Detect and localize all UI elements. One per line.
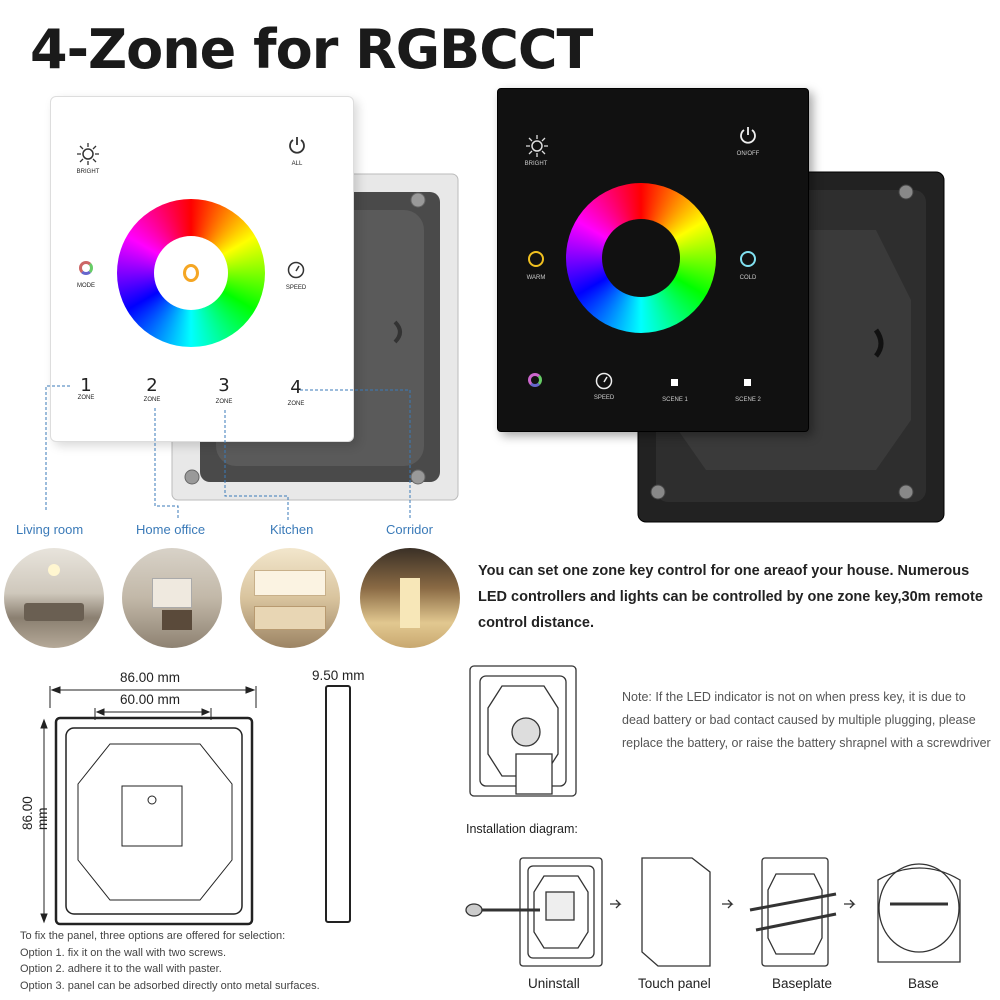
scene-1-key[interactable] xyxy=(671,379,678,386)
kitchen-photo xyxy=(240,548,340,648)
options-intro: To fix the panel, three options are offe… xyxy=(20,930,286,942)
cold-icon[interactable] xyxy=(740,251,756,267)
step-label-touch-panel: Touch panel xyxy=(638,976,711,991)
room-label-kitchen: Kitchen xyxy=(270,522,314,537)
mode-label: MODE xyxy=(77,283,95,289)
black-touch-panel: BRIGHT ON/OFF WARM COLD SPEED SCENE 1 SC… xyxy=(497,88,809,432)
scene-1-label: SCENE 1 xyxy=(662,397,688,403)
power-icon[interactable] xyxy=(738,125,758,145)
mode-icon[interactable] xyxy=(79,261,93,275)
zone-4-number[interactable]: 4 xyxy=(290,377,302,398)
living-room-photo xyxy=(4,548,104,648)
installation-diagram xyxy=(465,857,961,967)
room-label-corridor: Corridor xyxy=(386,522,433,537)
dim-width-inner: 60.00 mm xyxy=(120,692,181,707)
battery-diagram xyxy=(469,665,577,797)
speed-label: SPEED xyxy=(593,395,615,401)
white-touch-panel: BRIGHT ALL MODE SPEED 1 ZONE 2 ZONE 3 ZO… xyxy=(50,96,354,442)
page-title: 4-Zone for RGBCCT xyxy=(30,18,593,81)
dim-height: 86.00 mm xyxy=(20,796,50,830)
step-label-uninstall: Uninstall xyxy=(528,976,580,991)
zone-3-label: ZONE xyxy=(215,399,233,405)
zone-1-label: ZONE xyxy=(77,395,95,401)
onoff-label: ON/OFF xyxy=(736,151,760,157)
room-label-living-room: Living room xyxy=(16,522,84,537)
mounting-options: To fix the panel, three options are offe… xyxy=(20,928,320,994)
zone-2-label: ZONE xyxy=(143,397,161,403)
sun-icon xyxy=(526,135,548,157)
corridor-photo xyxy=(360,548,460,648)
speed-icon[interactable] xyxy=(595,372,613,390)
step-label-baseplate: Baseplate xyxy=(772,976,833,991)
installation-title: Installation diagram: xyxy=(466,822,578,836)
option-1: Option 1. fix it on the wall with two sc… xyxy=(20,946,227,959)
dim-width-outer: 86.00 mm xyxy=(120,670,181,685)
speed-icon[interactable] xyxy=(287,261,305,279)
power-icon[interactable] xyxy=(287,135,307,155)
room-label-home-office: Home office xyxy=(136,522,206,537)
all-label: ALL xyxy=(291,161,303,167)
warm-icon[interactable] xyxy=(528,251,544,267)
zone-3-number[interactable]: 3 xyxy=(218,375,230,396)
step-label-base: Base xyxy=(908,976,939,991)
zone-description: You can set one zone key control for one… xyxy=(478,563,983,631)
bright-label: BRIGHT xyxy=(524,161,548,167)
cold-label: COLD xyxy=(739,275,757,281)
mode-icon[interactable] xyxy=(528,373,542,387)
speed-label: SPEED xyxy=(285,285,307,291)
scene-2-key[interactable] xyxy=(744,379,751,386)
color-wheel[interactable] xyxy=(117,199,265,347)
home-office-photo xyxy=(122,548,222,648)
warm-label: WARM xyxy=(526,275,546,281)
zone-2-number[interactable]: 2 xyxy=(146,375,158,396)
option-2: Option 2. adhere it to the wall with pas… xyxy=(20,963,222,975)
scene-2-label: SCENE 2 xyxy=(735,397,761,403)
dimension-drawing xyxy=(40,685,351,926)
zone-leader-lines xyxy=(45,385,411,520)
option-3: Option 3. panel can be adsorbed directly… xyxy=(20,979,320,992)
bright-label: BRIGHT xyxy=(76,169,100,175)
color-wheel[interactable] xyxy=(566,183,716,333)
dim-depth: 9.50 mm xyxy=(312,668,365,683)
battery-note: Note: If the LED indicator is not on whe… xyxy=(622,690,991,750)
zone-4-label: ZONE xyxy=(287,401,305,407)
zone-1-number[interactable]: 1 xyxy=(80,375,92,396)
sun-icon xyxy=(77,143,99,165)
